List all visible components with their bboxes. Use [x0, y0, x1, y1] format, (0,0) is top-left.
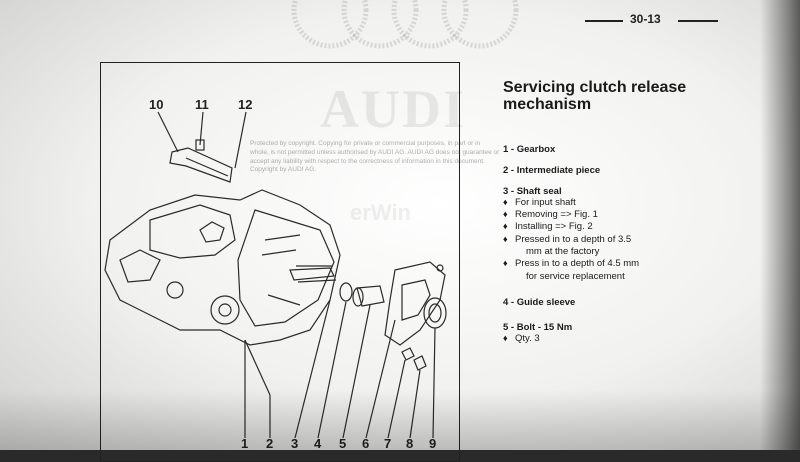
part-item-1: 1 - Gearbox: [503, 144, 743, 155]
callout-8: 8: [406, 436, 413, 451]
part-label: 5 - Bolt - 15 Nm: [503, 322, 573, 333]
section-title: Servicing clutch release mechanism: [503, 79, 743, 114]
clutch-release-diagram: [0, 0, 800, 450]
brand-watermark: AUDI: [320, 79, 467, 139]
callout-9: 9: [429, 436, 436, 451]
section-title-line-1: Servicing clutch release: [503, 79, 687, 96]
part-note-continued: mm at the factory: [526, 245, 600, 257]
parts-description: Servicing clutch release mechanism 1 - G…: [503, 79, 743, 355]
part-item-5: 5 - Bolt - 15 Nm ♦Qty. 3: [503, 322, 743, 345]
copyright-notice: Protected by copyright. Copying for priv…: [250, 140, 500, 174]
audi-rings-watermark: [291, 0, 519, 49]
part-note: ♦Press in to a depth of 4.5 mm: [503, 258, 640, 270]
diamond-bullet-icon: ♦: [503, 233, 508, 244]
callout-4: 4: [314, 436, 321, 451]
diamond-bullet-icon: ♦: [503, 333, 508, 343]
callout-6: 6: [362, 436, 369, 451]
part-note: ♦For input shaft: [503, 196, 576, 208]
section-title-line-2: mechanism: [503, 95, 592, 113]
part-note: ♦Pressed in to a depth of 3.5: [503, 233, 632, 245]
callout-7: 7: [384, 436, 391, 451]
page-number: 30-13: [630, 12, 661, 26]
part-label: 2 - Intermediate piece: [503, 164, 601, 176]
part-note: ♦Installing => Fig. 2: [503, 221, 593, 233]
part-label: 4 - Guide sleeve: [503, 297, 576, 308]
diamond-bullet-icon: ♦: [503, 196, 508, 207]
part-label: 1 - Gearbox: [503, 143, 556, 155]
part-item-4: 4 - Guide sleeve: [503, 297, 743, 308]
monitor-edge: [760, 0, 800, 450]
part-item-2: 2 - Intermediate piece: [503, 165, 743, 176]
diamond-bullet-icon: ♦: [503, 258, 508, 269]
callout-11: 11: [195, 97, 209, 112]
part-label: 3 - Shaft seal: [503, 185, 562, 197]
callout-5: 5: [339, 436, 346, 451]
callout-2: 2: [266, 436, 273, 451]
diamond-bullet-icon: ♦: [503, 221, 508, 232]
part-note-continued: for service replacement: [526, 270, 625, 282]
callout-12: 12: [238, 97, 253, 112]
site-watermark: erWin: [350, 200, 411, 225]
part-note: ♦Removing => Fig. 1: [503, 208, 598, 220]
header-rule-right: [678, 20, 718, 22]
photo-shadow: [0, 390, 800, 450]
callout-10: 10: [149, 97, 164, 112]
part-note: ♦Qty. 3: [503, 333, 540, 344]
header-rule-left: [585, 20, 623, 22]
diamond-bullet-icon: ♦: [503, 208, 508, 219]
callout-3: 3: [291, 436, 298, 451]
part-item-3: 3 - Shaft seal ♦For input shaft ♦Removin…: [503, 186, 743, 283]
callout-1: 1: [241, 436, 248, 451]
